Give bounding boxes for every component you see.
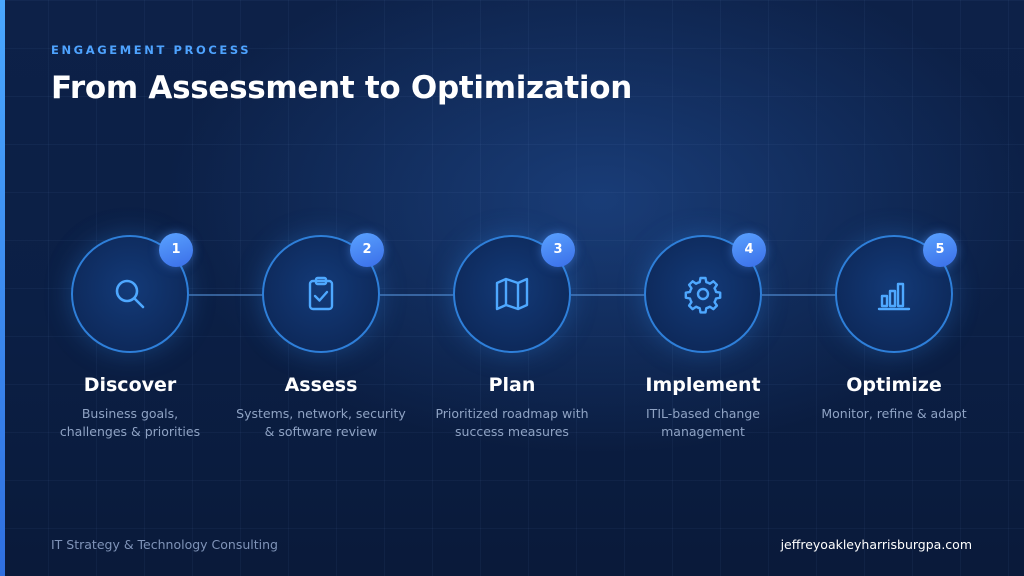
step-circle: 5 xyxy=(835,233,957,353)
accent-bar xyxy=(0,0,5,576)
step-number-badge: 4 xyxy=(732,233,766,267)
step-number-badge: 1 xyxy=(159,233,193,267)
connector-line xyxy=(189,294,263,296)
step-title: Assess xyxy=(284,374,358,396)
step-discover: 1 Discover Business goals, challenges & … xyxy=(30,233,230,441)
step-description: Monitor, refine & adapt xyxy=(821,406,967,421)
footer-tagline: IT Strategy & Technology Consulting xyxy=(51,537,278,552)
page-title: From Assessment to Optimization xyxy=(51,70,633,106)
step-description: ITIL-based change management xyxy=(646,406,760,439)
step-title: Optimize xyxy=(846,374,942,396)
step-number-badge: 5 xyxy=(923,233,957,267)
step-description: Prioritized roadmap with success measure… xyxy=(435,406,589,439)
gear-icon xyxy=(684,276,722,314)
step-number-badge: 3 xyxy=(541,233,575,267)
step-implement: 4 Implement ITIL-based change management xyxy=(603,233,803,441)
connector-line xyxy=(380,294,454,296)
step-circle: 4 xyxy=(644,233,766,353)
step-description: Business goals, challenges & priorities xyxy=(59,406,201,439)
search-icon xyxy=(115,279,145,309)
step-description: Systems, network, security & software re… xyxy=(236,406,406,439)
step-circle: 1 xyxy=(71,233,193,353)
step-number-badge: 2 xyxy=(350,233,384,267)
step-assess: 2 Assess Systems, network, security & so… xyxy=(221,233,421,441)
clipboard-check-icon xyxy=(308,276,334,311)
step-plan: 3 Plan Prioritized roadmap with success … xyxy=(412,233,612,441)
bar-chart-icon xyxy=(877,282,911,311)
step-circle: 2 xyxy=(262,233,384,353)
footer-website[interactable]: jeffreyoakleyharrisburgpa.com xyxy=(780,537,972,552)
connector-line xyxy=(762,294,836,296)
eyebrow-label: ENGAGEMENT PROCESS xyxy=(51,43,252,57)
step-title: Plan xyxy=(488,374,536,396)
map-icon xyxy=(495,277,529,311)
connector-line xyxy=(571,294,645,296)
step-optimize: 5 Optimize Monitor, refine & adapt xyxy=(794,233,994,423)
step-title: Discover xyxy=(83,374,177,396)
step-circle: 3 xyxy=(453,233,575,353)
step-title: Implement xyxy=(645,374,761,396)
